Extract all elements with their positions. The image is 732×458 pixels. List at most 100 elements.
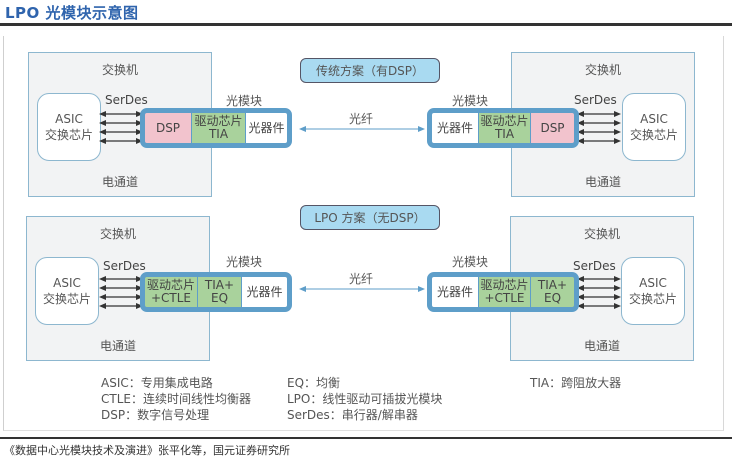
asic-line2: 交换芯片 xyxy=(629,128,678,142)
cell-line1: 驱动芯片 xyxy=(194,114,243,128)
channel-label: 电通道 xyxy=(101,175,138,189)
legend-item: LPO：线性驱动可插拔光模块 xyxy=(287,392,443,406)
optical-device-block: 光器件 xyxy=(245,113,287,143)
serdes-arrows-right xyxy=(577,111,621,144)
cell-line1: 驱动芯片 xyxy=(480,278,529,292)
arrowhead-icon xyxy=(299,126,306,132)
arrowhead-icon xyxy=(577,294,584,300)
asic-line2: 交换芯片 xyxy=(628,292,677,306)
serdes-label: SerDes xyxy=(574,93,617,107)
fiber-label: 光纤 xyxy=(349,112,374,126)
arrowhead-icon xyxy=(136,138,143,144)
arrowhead-icon xyxy=(136,294,143,300)
asic-line1: ASIC xyxy=(53,276,81,290)
serdes-label: SerDes xyxy=(103,259,146,273)
optical-module-right: 光器件 驱动芯片 +CTLE TIA+ EQ xyxy=(427,272,579,312)
cell-line1: TIA+ xyxy=(537,278,568,292)
asic-chip: ASIC 交换芯片 xyxy=(35,257,99,325)
dsp-block: DSP xyxy=(530,113,574,143)
switch-label: 交换机 xyxy=(583,227,620,241)
asic-line2: 交换芯片 xyxy=(42,292,91,306)
arrowhead-icon xyxy=(99,120,106,126)
top-rule xyxy=(0,23,732,26)
asic-line1: ASIC xyxy=(639,276,667,290)
optical-device-block: 光器件 xyxy=(432,277,478,307)
figure-title: LPO 光模块示意图 xyxy=(5,4,139,22)
cell-line1: DSP xyxy=(155,120,181,135)
arrowhead-icon xyxy=(299,286,306,292)
scheme-label-traditional: 传统方案（有DSP） xyxy=(300,58,440,83)
arrowhead-icon xyxy=(614,285,621,291)
asic-chip: ASIC 交换芯片 xyxy=(622,93,686,161)
cell-line2: +CTLE xyxy=(484,291,525,305)
legend-item: TIA：跨阻放大器 xyxy=(530,376,622,390)
cell-line2: EQ xyxy=(210,291,229,305)
switch-label: 交换机 xyxy=(99,227,136,241)
optical-device-block: 光器件 xyxy=(432,113,478,143)
cell-line1: 光器件 xyxy=(436,120,473,135)
arrowhead-icon xyxy=(99,303,106,309)
legend-item: ASIC：专用集成电路 xyxy=(101,376,213,390)
arrowhead-icon xyxy=(614,294,621,300)
arrowhead-icon xyxy=(614,276,621,282)
arrowhead-icon xyxy=(577,138,584,144)
arrowhead-icon xyxy=(614,120,621,126)
cell-line1: 光器件 xyxy=(436,284,473,299)
serdes-label: SerDes xyxy=(573,259,616,273)
arrowhead-icon xyxy=(136,111,143,117)
serdes-label: SerDes xyxy=(105,93,148,107)
legend-item: CTLE：连续时间线性均衡器 xyxy=(101,392,251,406)
arrowhead-icon xyxy=(99,294,106,300)
serdes-arrows-left xyxy=(99,111,143,144)
cell-line1: 驱动芯片 xyxy=(480,114,529,128)
bottom-rule xyxy=(0,437,732,439)
tia-eq-block: TIA+ EQ xyxy=(197,277,241,307)
module-label: 光模块 xyxy=(226,255,263,269)
cell-line2: +CTLE xyxy=(150,291,192,305)
optical-module-left: DSP 驱动芯片 TIA 光器件 xyxy=(140,108,292,148)
switch-box-right: 交换机 ASIC 交换芯片 SerDes 电通道 xyxy=(510,216,694,361)
arrowhead-icon xyxy=(577,111,584,117)
optical-module-right: 光器件 驱动芯片 TIA DSP xyxy=(427,108,579,148)
driver-ctle-block: 驱动芯片 +CTLE xyxy=(478,277,530,307)
cell-line1: 光器件 xyxy=(248,120,285,135)
module-label: 光模块 xyxy=(226,94,263,108)
switch-label: 交换机 xyxy=(584,63,621,77)
arrowhead-icon xyxy=(99,276,106,282)
arrowhead-icon xyxy=(99,138,106,144)
legend-column-3: TIA：跨阻放大器 xyxy=(530,375,621,391)
arrowhead-icon xyxy=(99,111,106,117)
legend-item: EQ：均衡 xyxy=(287,376,341,390)
arrowhead-icon xyxy=(577,303,584,309)
asic-chip: ASIC 交换芯片 xyxy=(37,93,101,161)
switch-box-left: 交换机 ASIC 交换芯片 SerDes 电通道 xyxy=(28,52,212,197)
asic-line2: 交换芯片 xyxy=(44,128,93,142)
serdes-arrows-left xyxy=(99,276,143,309)
asic-chip: ASIC 交换芯片 xyxy=(621,257,685,325)
optical-module-left: 驱动芯片 +CTLE TIA+ EQ 光器件 xyxy=(140,272,292,312)
fiber-label: 光纤 xyxy=(349,272,374,286)
driver-tia-block: 驱动芯片 TIA xyxy=(191,113,245,143)
cell-line1: DSP xyxy=(540,120,565,135)
cell-line2: TIA xyxy=(494,127,515,141)
module-label: 光模块 xyxy=(452,94,489,108)
arrowhead-icon xyxy=(577,285,584,291)
legend-item: DSP：数字信号处理 xyxy=(101,408,210,422)
legend-item: SerDes：串行器/解串器 xyxy=(287,408,418,422)
cell-line1: 光器件 xyxy=(246,284,283,299)
fiber-arrow xyxy=(299,286,425,292)
source-note: 《数据中心光模块技术及演进》张平化等，国元证券研究所 xyxy=(4,444,290,457)
arrowhead-icon xyxy=(136,303,143,309)
channel-label: 电通道 xyxy=(99,339,136,353)
arrowhead-icon xyxy=(136,129,143,135)
legend-column-1: ASIC：专用集成电路 CTLE：连续时间线性均衡器 DSP：数字信号处理 xyxy=(101,375,251,423)
arrowhead-icon xyxy=(99,285,106,291)
asic-line1: ASIC xyxy=(640,112,668,126)
channel-label: 电通道 xyxy=(584,175,621,189)
arrowhead-icon xyxy=(614,303,621,309)
driver-tia-block: 驱动芯片 TIA xyxy=(478,113,530,143)
asic-line1: ASIC xyxy=(55,112,83,126)
arrowhead-icon xyxy=(577,120,584,126)
legend-column-2: EQ：均衡 LPO：线性驱动可插拔光模块 SerDes：串行器/解串器 xyxy=(287,375,442,423)
arrowhead-icon xyxy=(577,129,584,135)
